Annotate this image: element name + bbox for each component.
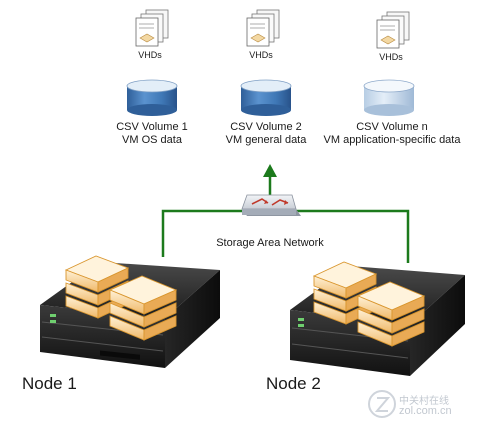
disk-cluster-node-2 [312, 261, 426, 347]
csv-volume-1-desc: VM OS data [122, 134, 182, 146]
watermark-logo [368, 390, 396, 418]
csv-volume-n-desc: VM application-specific data [323, 134, 461, 146]
vhd-stack-icon [135, 9, 169, 47]
csv-volume-1-label: CSV Volume 1 [116, 121, 188, 133]
vhd-stack-icon [376, 11, 410, 49]
csv-volume-2-desc: VM general data [225, 134, 307, 146]
node-2-label: Node 2 [266, 374, 321, 393]
san-switch-icon [241, 194, 301, 216]
csv-volume-n-label: CSV Volume n [356, 121, 428, 133]
vhd-label-2: VHDs [249, 50, 273, 60]
san-links [161, 176, 410, 263]
csv-volume-n-icon [363, 79, 415, 116]
watermark-site: zol.com.cn [399, 405, 452, 417]
vhd-label-1: VHDs [138, 50, 162, 60]
csv-volume-1-icon [126, 79, 178, 116]
csv-volume-2-icon [240, 79, 292, 116]
san-label: Storage Area Network [216, 237, 324, 249]
vhd-label-n: VHDs [379, 52, 403, 62]
arrow-up-icon [263, 164, 277, 177]
vhd-stack-icon [246, 9, 280, 47]
csv-volume-2-label: CSV Volume 2 [230, 121, 302, 133]
san-link-node-1 [161, 209, 244, 257]
san-link-node-2 [296, 209, 410, 263]
node-1-label: Node 1 [22, 374, 77, 393]
watermark-brand: 中关村在线 [399, 396, 449, 407]
disk-cluster-node-1 [64, 255, 178, 341]
